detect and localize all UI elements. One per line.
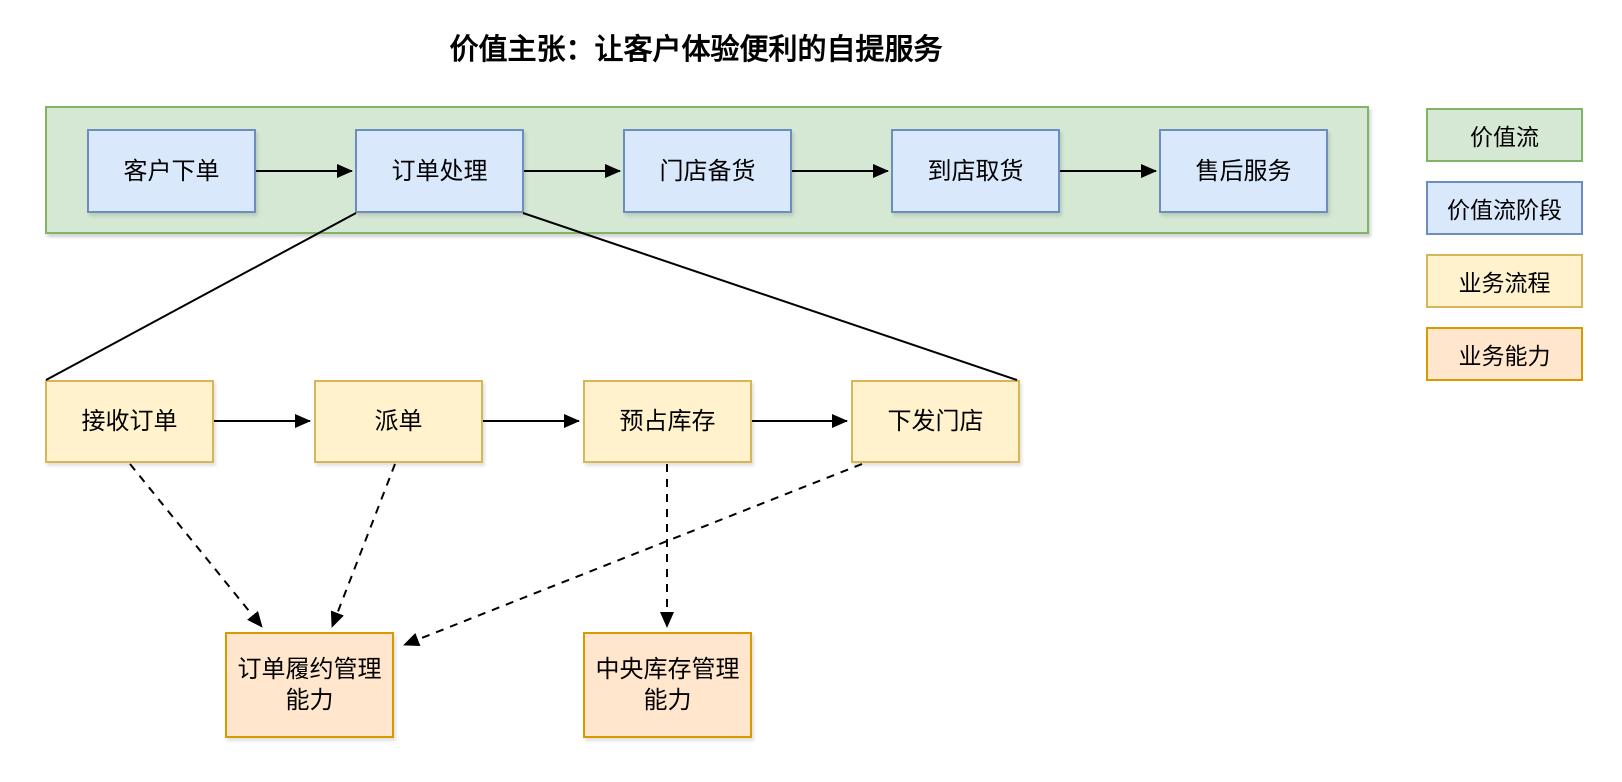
legend-item-business-capability: 业务能力	[1426, 327, 1583, 381]
legend-item-value-stream-stage: 价值流阶段	[1426, 181, 1583, 235]
stage-box-order-processing: 订单处理	[355, 129, 524, 213]
process-box-dispatch-order: 派单	[314, 380, 483, 463]
process-box-receive-order: 接收订单	[45, 380, 214, 463]
diagram-title: 价值主张：让客户体验便利的自提服务	[449, 34, 943, 66]
legend-item-business-process: 业务流程	[1426, 254, 1583, 308]
legend-item-value-stream: 价值流	[1426, 108, 1583, 162]
stage-box-store-preparation: 门店备货	[623, 129, 792, 213]
stage-box-store-pickup: 到店取货	[891, 129, 1060, 213]
capability-box-central-inventory: 中央库存管理能力	[583, 632, 752, 738]
dashed-arrow-dispatch-to-fulfillment-capability	[330, 463, 396, 628]
dashed-arrow-receive-order-to-fulfillment-capability	[129, 463, 263, 628]
dashed-arrow-send-to-store-to-fulfillment-capability	[403, 463, 863, 646]
stage-box-after-sales: 售后服务	[1159, 129, 1328, 213]
process-box-reserve-inventory: 预占库存	[583, 380, 752, 463]
line-order-processing-to-send-to-store	[522, 212, 1018, 381]
stage-box-customer-order: 客户下单	[87, 129, 256, 213]
capability-box-order-fulfillment: 订单履约管理能力	[225, 632, 394, 738]
process-box-send-to-store: 下发门店	[851, 380, 1020, 463]
line-order-processing-to-receive-order	[45, 212, 357, 381]
